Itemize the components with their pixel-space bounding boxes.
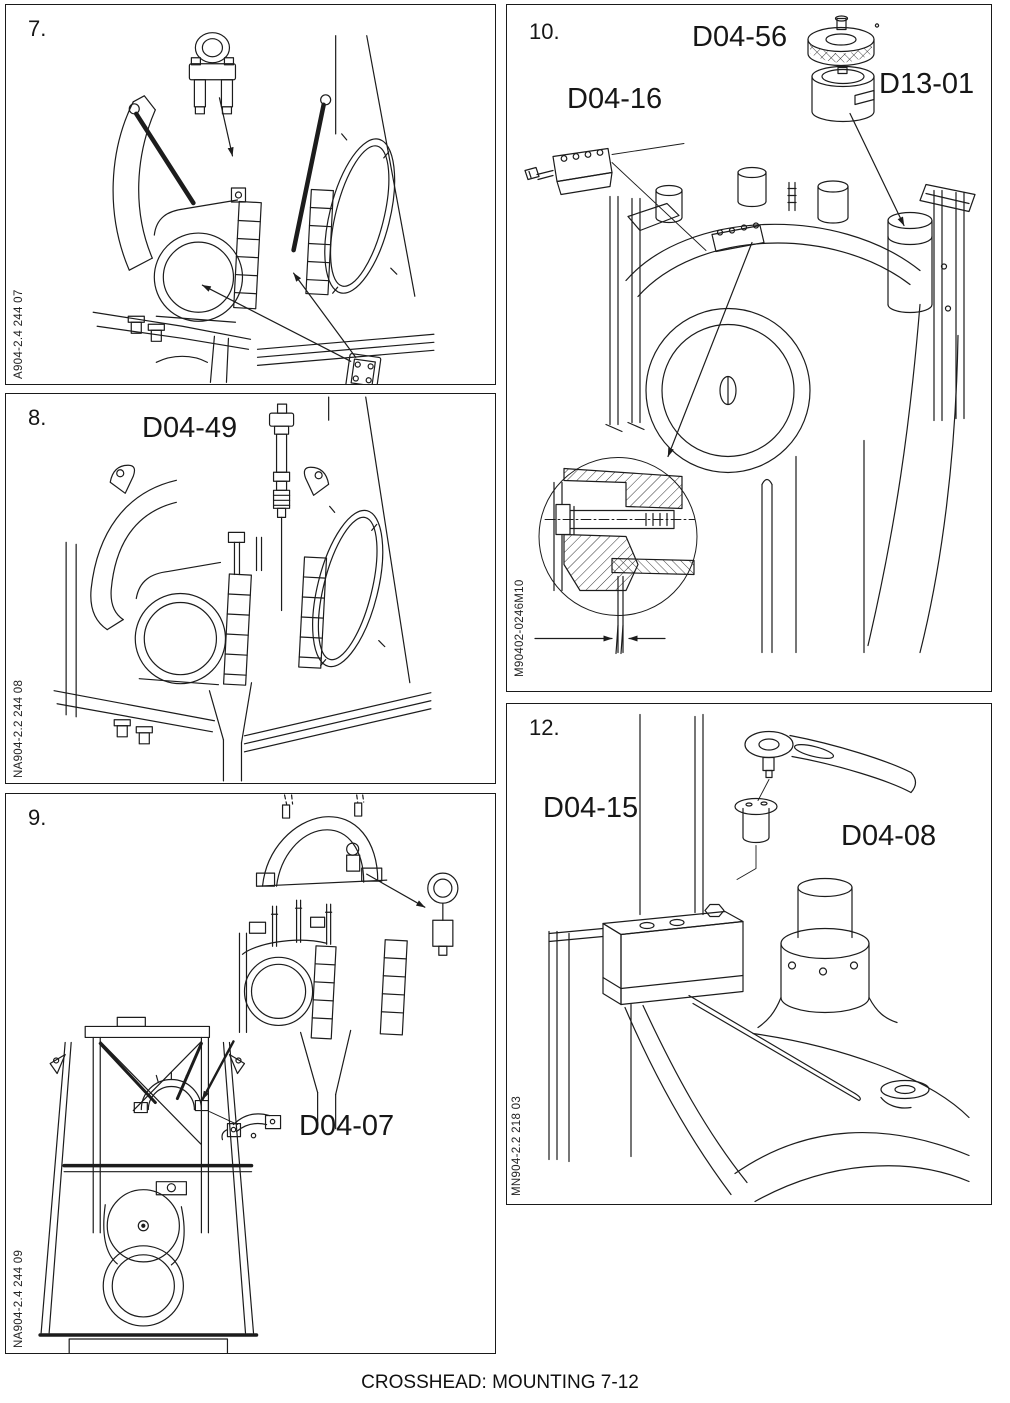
figure-panel-12: 12. D04-15 D04-08 MN904-2.2 218 03 [506, 703, 992, 1205]
figure-number: 10. [529, 19, 560, 44]
figure-code: NA904-2.2 244 08 [13, 679, 25, 778]
crosshead-bearing-cap-illustration [38, 794, 459, 1353]
figure-code: M90402-0246M10 [514, 579, 526, 677]
figure-number: 7. [28, 16, 47, 41]
page-caption: CROSSHEAD: MOUNTING 7-12 [361, 1372, 639, 1393]
crosshead-nut-section-illustration [524, 15, 976, 655]
figure-number: 9. [28, 805, 47, 830]
tool-label-d04-08: D04-08 [841, 820, 937, 852]
figure-code: A904-2.4 244 07 [13, 289, 25, 379]
figure-number: 8. [28, 405, 47, 430]
piston-rod-wrench-illustration [548, 713, 970, 1203]
tool-label-d13-01: D13-01 [879, 68, 975, 100]
figure-code: MN904-2.2 218 03 [511, 1095, 523, 1196]
tool-label-d04-15: D04-15 [543, 792, 639, 824]
figure-panel-8: 8. D04-49 NA904-2.2 244 08 [5, 393, 496, 784]
tool-label-d04-49: D04-49 [142, 412, 238, 444]
crosshead-hydraulic-tool-illustration [53, 396, 432, 782]
crosshead-lifting-illustration [92, 32, 435, 384]
figure-panel-7: 7. A904-2.4 244 07 [5, 4, 496, 385]
tool-label-d04-56: D04-56 [692, 21, 788, 53]
tool-label-d04-07: D04-07 [299, 1110, 395, 1142]
tool-label-d04-16: D04-16 [567, 83, 663, 115]
figure-number: 12. [529, 715, 560, 740]
figure-panel-10: 10. D04-56 D13-01 D04-16 M90402-0246M10 [506, 4, 992, 692]
figure-panel-9: 9. D04-07 NA904-2.4 244 09 [5, 793, 496, 1354]
figure-code: NA904-2.4 244 09 [13, 1249, 25, 1348]
